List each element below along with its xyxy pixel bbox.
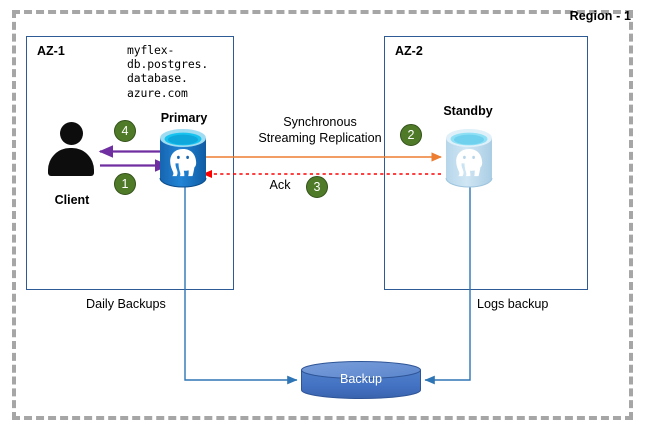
az1-label: AZ-1 <box>37 44 65 58</box>
availability-zone-az1: AZ-1 <box>26 36 234 290</box>
user-body-shape <box>48 148 94 176</box>
backup-storage-icon[interactable] <box>300 361 422 399</box>
availability-zone-az2: AZ-2 <box>384 36 588 290</box>
region-boundary <box>12 10 633 420</box>
user-head-shape <box>60 122 83 145</box>
step-badge-2: 2 <box>400 124 422 146</box>
client-label: Client <box>54 193 90 207</box>
az2-label: AZ-2 <box>395 44 423 58</box>
step-badge-3: 3 <box>306 176 328 198</box>
primary-label: Primary <box>160 111 208 125</box>
step-badge-1: 1 <box>114 173 136 195</box>
postgresql-standby-icon[interactable] <box>443 127 495 189</box>
replication-label: Synchronous Streaming Replication <box>258 115 382 145</box>
ack-label: Ack <box>269 178 291 192</box>
postgresql-primary-icon[interactable] <box>157 127 209 189</box>
client-user-icon <box>47 122 95 178</box>
endpoint-hostname: myflex- db.postgres. database. azure.com <box>127 43 209 100</box>
backup-label: Backup <box>339 372 382 386</box>
standby-label: Standby <box>443 104 493 118</box>
logs-backup-label: Logs backup <box>477 297 549 311</box>
region-label: Region - 1 <box>569 9 631 23</box>
daily-backups-label: Daily Backups <box>86 297 166 311</box>
step-badge-4: 4 <box>114 120 136 142</box>
